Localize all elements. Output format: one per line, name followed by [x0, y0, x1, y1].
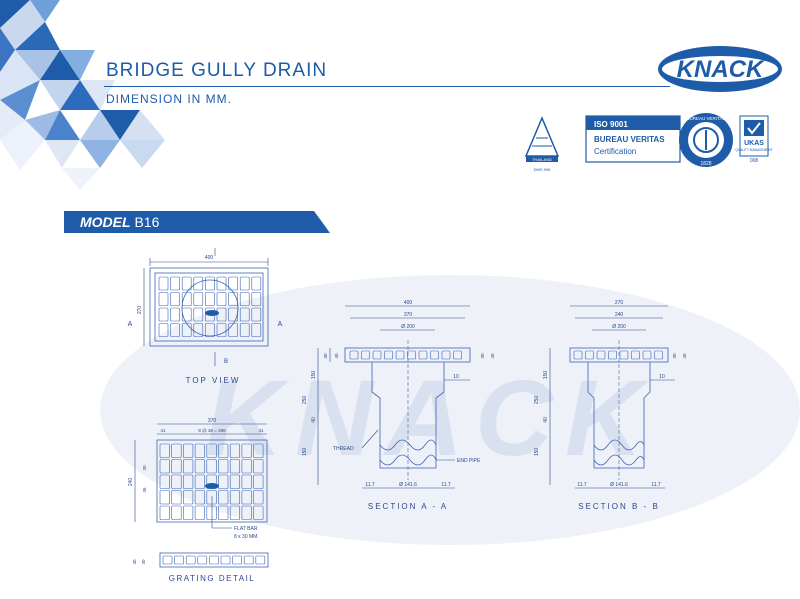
svg-text:1828: 1828 — [700, 161, 711, 167]
iso-badge: ISO 9001 BUREAU VERITAS Certification — [585, 115, 681, 163]
svg-text:30: 30 — [142, 465, 147, 471]
flat-bar-label: FLAT BAR — [234, 526, 258, 532]
svg-text:40: 40 — [311, 417, 317, 423]
section-a-left-marker: A — [128, 321, 133, 328]
title-divider — [104, 86, 670, 87]
section-aa-drawing: 400 370 Ø 200 30 40 30 40 10 150 250 40 … — [302, 300, 495, 511]
svg-text:41: 41 — [160, 428, 166, 433]
end-pipe-label: END PIPE — [457, 458, 481, 464]
svg-text:400: 400 — [404, 300, 413, 306]
grate-logo-icon — [205, 310, 219, 316]
svg-text:40: 40 — [490, 353, 495, 359]
grating-detail-caption: GRATING DETAIL — [169, 574, 256, 583]
svg-text:150: 150 — [311, 371, 317, 380]
section-bb-drawing: 270 240 Ø 200 30 40 10 150 250 40 150 11… — [534, 300, 687, 511]
svg-text:250: 250 — [302, 396, 308, 405]
svg-text:ISO 9001: ISO 9001 — [594, 120, 628, 129]
svg-text:150: 150 — [534, 448, 540, 457]
svg-text:240: 240 — [615, 312, 624, 318]
certification-badges: THAILAND DMS 996 ISO 9001 BUREAU VERITAS… — [524, 113, 773, 172]
svg-text:11.7: 11.7 — [651, 482, 661, 488]
top-view-width-dim: 400 — [205, 255, 214, 261]
svg-text:11.7: 11.7 — [365, 482, 375, 488]
svg-text:10: 10 — [453, 374, 459, 380]
svg-text:30: 30 — [672, 353, 677, 359]
svg-text:41: 41 — [258, 428, 264, 433]
thread-label: THREAD — [333, 446, 354, 452]
top-view-height-dim: 270 — [137, 306, 143, 315]
svg-text:Ø 200: Ø 200 — [612, 324, 626, 330]
svg-text:BUREAU VERITAS: BUREAU VERITAS — [687, 116, 726, 121]
grating-detail-drawing: 40 30 GRATING DETAIL — [132, 552, 269, 583]
svg-text:40: 40 — [543, 417, 549, 423]
bureau-veritas-seal-icon: BUREAU VERITAS 1828 — [679, 113, 733, 167]
svg-text:30: 30 — [323, 353, 328, 359]
svg-text:150: 150 — [302, 448, 308, 457]
svg-text:Certification: Certification — [594, 147, 636, 156]
model-banner — [64, 211, 330, 233]
svg-text:370: 370 — [404, 312, 413, 318]
svg-text:270: 270 — [615, 300, 624, 306]
section-aa-caption: SECTION A - A — [368, 502, 448, 511]
svg-text:Ø 141.6: Ø 141.6 — [610, 482, 628, 488]
model-prefix: MODEL — [80, 214, 131, 230]
section-bb-caption: SECTION B - B — [578, 502, 660, 511]
svg-text:10: 10 — [659, 374, 665, 380]
watermark-oval — [100, 275, 800, 545]
svg-text:008: 008 — [750, 158, 759, 164]
watermark-text: KNACK — [205, 357, 655, 478]
grating-height-dim: 240 — [128, 478, 134, 487]
svg-text:QUALITY MANAGEMENT: QUALITY MANAGEMENT — [735, 148, 772, 152]
svg-text:Ø 141.6: Ø 141.6 — [399, 482, 417, 488]
flat-bar-size: 8 x 30 MM. — [234, 534, 259, 540]
thai-standard-icon: THAILAND DMS 996 — [524, 116, 560, 172]
grating-spacing-dim: 8 @ 36 = 288 — [198, 428, 226, 433]
page-title: BRIDGE GULLY DRAIN — [106, 60, 328, 81]
svg-text:UKAS: UKAS — [744, 140, 764, 147]
section-a-right-marker: A — [278, 321, 283, 328]
model-code: B16 — [134, 214, 160, 230]
svg-text:40: 40 — [682, 353, 687, 359]
svg-text:11.7: 11.7 — [577, 482, 587, 488]
svg-text:BUREAU VERITAS: BUREAU VERITAS — [594, 135, 665, 144]
svg-text:DMS 996: DMS 996 — [534, 167, 551, 172]
page-subtitle: DIMENSION IN MM. — [106, 92, 232, 106]
svg-text:150: 150 — [543, 371, 549, 380]
svg-text:36: 36 — [142, 487, 147, 493]
svg-text:250: 250 — [534, 396, 540, 405]
triangle-mosaic — [0, 0, 165, 190]
svg-text:30: 30 — [141, 559, 146, 565]
knack-logo: KNACK — [658, 46, 782, 92]
svg-text:40: 40 — [334, 353, 339, 359]
svg-text:40: 40 — [132, 559, 137, 565]
top-view-drawing: 400 270 A A B TOP VIEW — [128, 248, 283, 385]
grating-plan-drawing: 370 8 @ 36 = 288 41 41 240 30 36 FLAT BA… — [128, 418, 268, 540]
svg-text:11.7: 11.7 — [441, 482, 451, 488]
grating-width-dim: 370 — [208, 418, 217, 424]
model-label: MODEL B16 — [80, 214, 159, 230]
section-b-marker: B — [224, 359, 228, 365]
svg-text:Ø 200: Ø 200 — [401, 324, 415, 330]
svg-text:THAILAND: THAILAND — [532, 157, 552, 162]
ukas-crown-icon: UKAS QUALITY MANAGEMENT 008 — [735, 115, 773, 164]
logo-text: KNACK — [677, 56, 765, 83]
svg-text:30: 30 — [480, 353, 485, 359]
top-view-caption: TOP VIEW — [186, 376, 241, 385]
